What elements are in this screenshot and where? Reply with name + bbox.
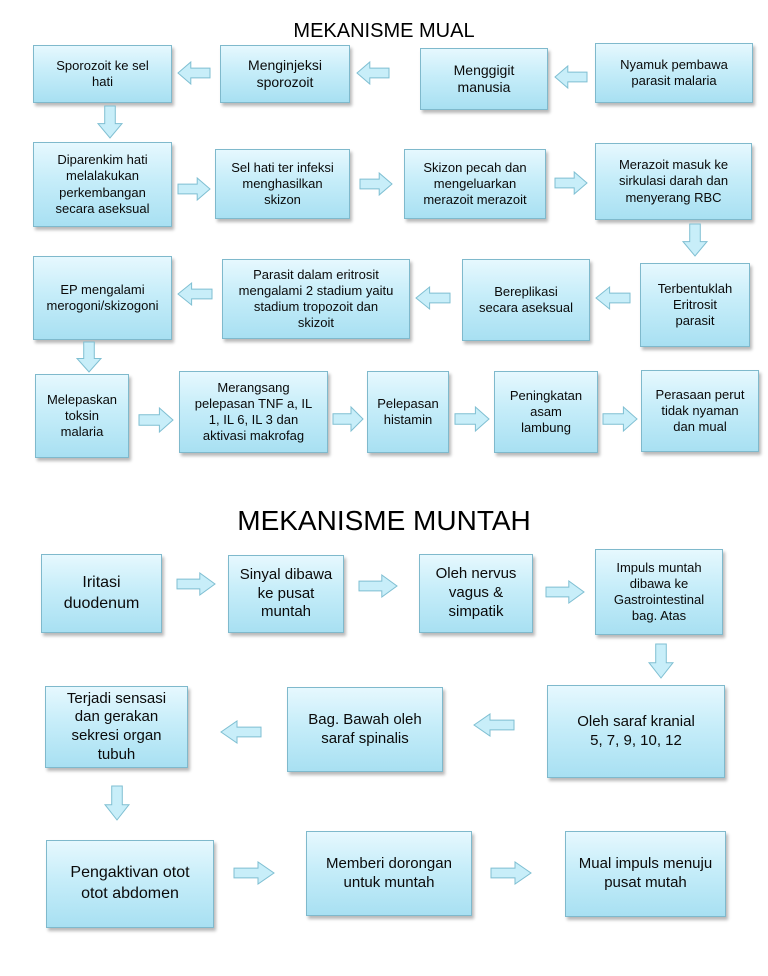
arrow-down-icon (75, 341, 103, 373)
arrow-shape (359, 171, 393, 197)
arrow-shape (358, 574, 398, 598)
arrow-shape (545, 580, 585, 604)
arrow-right-icon (177, 176, 211, 202)
arrow-right-icon (602, 405, 638, 433)
arrow-shape (490, 861, 532, 885)
arrow-right-icon (554, 170, 588, 196)
arrow-left-icon (554, 64, 588, 90)
mual-title: MEKANISME MUAL (293, 20, 475, 42)
arrow-shape (177, 60, 211, 86)
muntah-title: MEKANISME MUNTAH (237, 505, 531, 536)
arrow-right-icon (176, 572, 216, 596)
arrow-left-icon (473, 713, 515, 737)
arrow-left-icon (220, 720, 262, 744)
arrow-down-icon (647, 643, 675, 679)
arrow-left-icon (177, 281, 213, 307)
arrow-shape (473, 713, 515, 737)
arrow-shape (454, 405, 490, 433)
arrow-down-icon (103, 785, 131, 821)
arrow-shape (595, 285, 631, 311)
arrow-right-icon (490, 861, 532, 885)
arrow-shape (96, 105, 124, 139)
arrow-shape (332, 405, 364, 433)
arrow-right-icon (359, 171, 393, 197)
arrow-shape (415, 285, 451, 311)
arrow-left-icon (356, 60, 390, 86)
arrow-shape (356, 60, 390, 86)
arrow-shape (177, 281, 213, 307)
arrow-shape (554, 64, 588, 90)
arrow-left-icon (415, 285, 451, 311)
arrow-shape (602, 405, 638, 433)
arrow-shape (177, 176, 211, 202)
arrow-right-icon (332, 405, 364, 433)
arrow-shape (220, 720, 262, 744)
arrow-right-icon (233, 861, 275, 885)
arrow-shape (138, 406, 174, 434)
arrow-right-icon (545, 580, 585, 604)
arrow-right-icon (358, 574, 398, 598)
arrow-shape (647, 643, 675, 679)
arrow-down-icon (681, 223, 709, 257)
arrow-shape (233, 861, 275, 885)
arrow-shape (176, 572, 216, 596)
arrow-shape (554, 170, 588, 196)
arrow-shape (681, 223, 709, 257)
arrow-left-icon (595, 285, 631, 311)
arrow-left-icon (177, 60, 211, 86)
arrow-down-icon (96, 105, 124, 139)
arrow-right-icon (454, 405, 490, 433)
arrow-shape (75, 341, 103, 373)
arrow-right-icon (138, 406, 174, 434)
arrow-shape (103, 785, 131, 821)
